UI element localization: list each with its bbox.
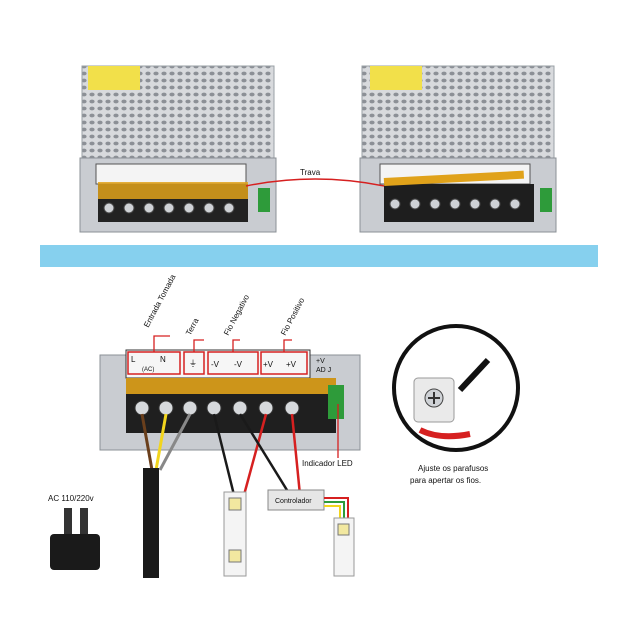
svg-text:(AC): (AC): [142, 367, 154, 373]
label-indicador-led: Indicador LED: [302, 459, 353, 468]
zoom-screw-detail: [392, 324, 520, 452]
ac-cable: [143, 468, 159, 578]
top-psu-illustration: Trava: [79, 65, 557, 233]
svg-text:+V: +V: [263, 360, 274, 369]
trava-label: Trava: [300, 168, 321, 177]
led-strip-left: [223, 491, 247, 577]
svg-text:+V: +V: [316, 358, 325, 365]
label-ajuste-2: para apertar os fios.: [410, 476, 482, 485]
trava-arrow: [245, 178, 385, 187]
yellow-label-left: [88, 66, 140, 90]
svg-text:L: L: [131, 355, 136, 364]
svg-text:N: N: [160, 355, 166, 364]
adj-pot-right: [540, 188, 552, 212]
adj-pot-left: [258, 188, 270, 212]
cover-right-open: [383, 170, 525, 186]
cover-left: [98, 182, 248, 199]
svg-text:⏚: ⏚: [189, 359, 197, 368]
controller-label: Controlador: [275, 498, 312, 505]
terminal-strip-labels: L N (AC) ⏚ -V -V +V +V +V AD J: [131, 355, 331, 374]
svg-text:-V: -V: [234, 360, 243, 369]
svg-text:AD J: AD J: [316, 367, 331, 374]
controller-box: [267, 489, 325, 511]
led-strip-right: [333, 517, 355, 577]
svg-text:-V: -V: [211, 360, 220, 369]
ac-wires: [140, 413, 192, 471]
dc-wires: [212, 413, 302, 496]
terminal-screws: [134, 400, 300, 416]
ac-plug-icon: [50, 508, 100, 570]
yellow-label-right: [370, 66, 422, 90]
psu-left: [79, 65, 277, 233]
label-ac-voltage: AC 110/220v: [48, 494, 94, 503]
psu-right: [359, 65, 557, 233]
divider-band: [40, 245, 598, 267]
adj-pot-bottom: [328, 385, 344, 419]
label-ajuste-1: Ajuste os parafusos: [418, 464, 489, 473]
label-leaders: [153, 335, 339, 458]
cover-bottom: [126, 378, 336, 394]
screwdriver-icon: [457, 357, 491, 393]
bottom-wiring-illustration: L N (AC) ⏚ -V -V +V +V +V AD J Controlad…: [50, 324, 520, 578]
controller-wires: [324, 497, 349, 520]
svg-text:+V: +V: [286, 360, 297, 369]
